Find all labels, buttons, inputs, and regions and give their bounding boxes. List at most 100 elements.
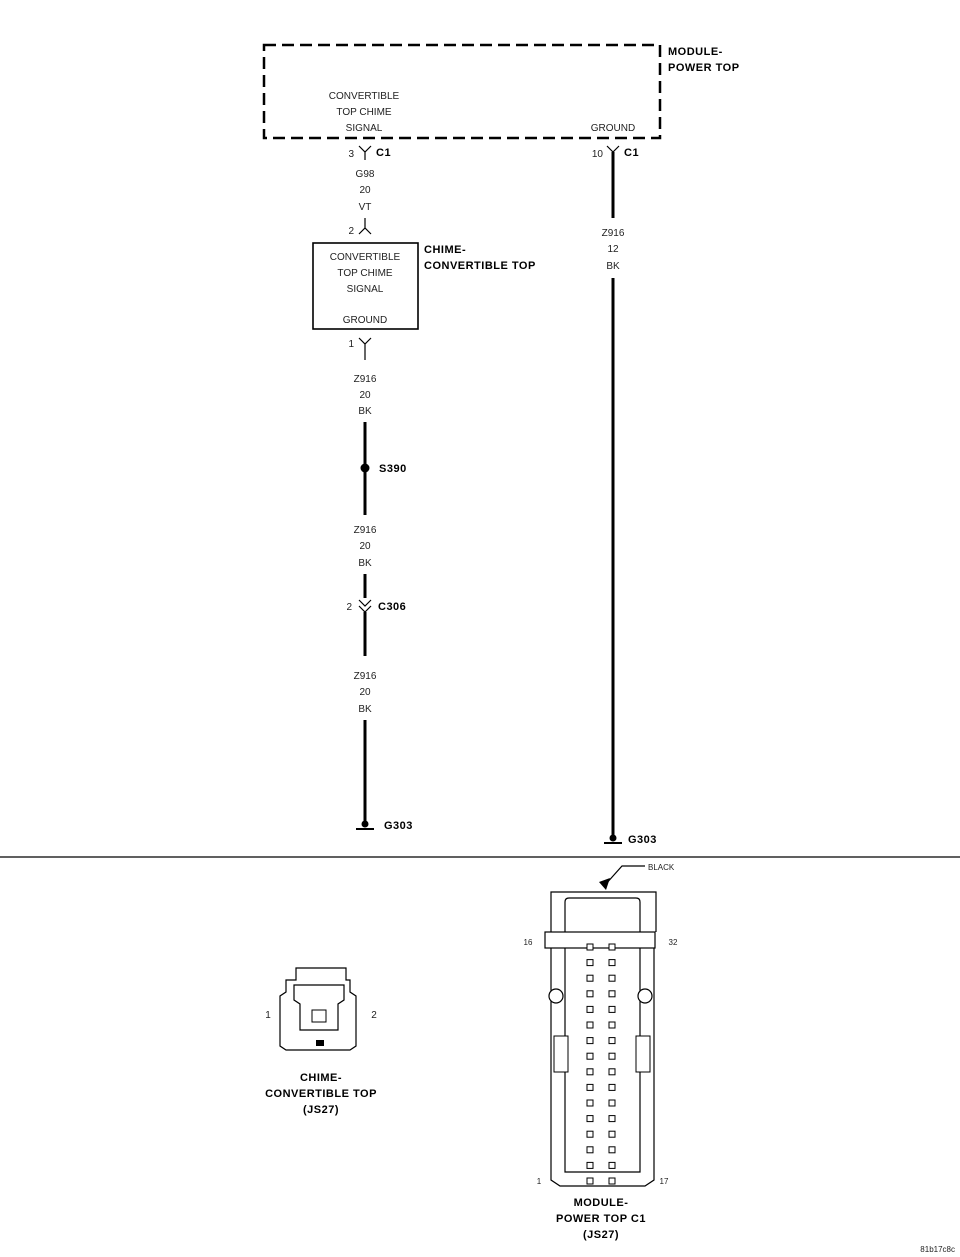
ground-g303-right: G303 — [604, 834, 657, 846]
chime-pin1-connector: 1 — [348, 337, 372, 360]
chime-connector-inner — [293, 984, 345, 1031]
module-connector-view: BLACK 16 32 1 17 MODULE- POWER TOP C1 (J… — [524, 863, 678, 1241]
connector-pin-cavity — [586, 1115, 594, 1123]
connector-c1-pin3: 3 C1 — [348, 145, 391, 160]
module-view-title-line3: (JS27) — [583, 1229, 619, 1241]
wire-color: BK — [358, 406, 372, 417]
wire-z916-a-label: Z916 20 BK — [354, 374, 377, 417]
connector-pin-cavity — [586, 1005, 594, 1013]
connector-pin-number: 2 — [346, 602, 352, 613]
connector-symbol — [358, 145, 372, 160]
right-latch-circle — [637, 988, 653, 1004]
connector-top-inner — [564, 897, 641, 932]
connector-pin-cavity — [608, 1021, 616, 1029]
left-latch-circle — [548, 988, 564, 1004]
connector-pin-cavity — [586, 1068, 594, 1076]
chime-title-line2: CONVERTIBLE TOP — [424, 260, 536, 272]
module-dashed-outline — [262, 43, 662, 140]
pin-32-label: 32 — [669, 938, 678, 947]
chime-connector-outline — [279, 967, 357, 1051]
connector-pin-cavity — [586, 943, 594, 951]
wire-color: BK — [358, 704, 372, 715]
chime-convertible-top: CHIME- CONVERTIBLE TOP CONVERTIBLE TOP C… — [312, 242, 536, 330]
chime-ground-label: GROUND — [343, 315, 387, 326]
connector-pin-cavity — [608, 1099, 616, 1107]
chime-view-title-line3: (JS27) — [303, 1104, 339, 1116]
connector-c1-pin10: 10 C1 — [592, 145, 639, 160]
ground-g303-left: G303 — [356, 820, 413, 832]
right-side-rib — [635, 1035, 651, 1073]
connector-pin-cavity — [608, 1146, 616, 1154]
wire-circuit: G98 — [356, 169, 375, 180]
connector-color-label: BLACK — [648, 863, 675, 872]
wire-gauge: 20 — [359, 687, 371, 698]
module-signal-line3: SIGNAL — [346, 123, 383, 134]
module-view-title-line2: POWER TOP C1 — [556, 1213, 646, 1225]
wire-gauge: 20 — [359, 390, 371, 401]
wire-circuit: Z916 — [602, 228, 625, 239]
connector-pin-cavity — [586, 990, 594, 998]
module-title-line2: POWER TOP — [668, 62, 740, 74]
connector-pin-cavity — [608, 959, 616, 967]
connector-pin-cavity — [608, 1115, 616, 1123]
connector-pin-cavity — [586, 974, 594, 982]
wire-circuit: Z916 — [354, 671, 377, 682]
connector-symbol — [358, 599, 372, 613]
left-side-rib — [553, 1035, 569, 1073]
wire-color: BK — [358, 558, 372, 569]
splice-s390: S390 — [360, 463, 407, 475]
connector-body — [550, 948, 655, 1187]
connector-pin-number: 3 — [348, 149, 354, 160]
chime-pin1-label: 1 — [265, 1010, 271, 1021]
wire-color: BK — [606, 261, 620, 272]
connector-pin-cavity — [608, 943, 616, 951]
module-signal-line1: CONVERTIBLE — [329, 91, 400, 102]
figure-id: 81b17c8c — [920, 1245, 955, 1254]
connector-body-inner — [564, 948, 641, 1173]
ground-dot — [361, 820, 369, 828]
chime-title-line1: CHIME- — [424, 244, 466, 256]
connector-pin-cavity — [608, 1161, 616, 1169]
connector-pin-cavity — [586, 1130, 594, 1138]
module-title-line1: MODULE- — [668, 46, 723, 58]
connector-pin-cavity — [586, 1161, 594, 1169]
splice-name: S390 — [379, 463, 407, 475]
connector-pin-cavity — [586, 1177, 594, 1185]
chime-connector-key — [311, 1009, 327, 1023]
module-signal-line2: TOP CHIME — [336, 107, 392, 118]
connector-pin-cavity — [608, 1083, 616, 1091]
connector-c306: 2 C306 — [346, 599, 406, 613]
connector-pin-grid — [586, 943, 616, 1185]
pin-16-label: 16 — [524, 938, 533, 947]
chime-pin2-connector: 2 — [348, 218, 372, 237]
ground-name: G303 — [628, 834, 657, 846]
connector-symbol — [358, 218, 372, 235]
color-leader-arrow — [599, 878, 610, 890]
connector-pin-cavity — [608, 1130, 616, 1138]
module-ground-label: GROUND — [591, 123, 635, 134]
splice-dot — [360, 463, 370, 473]
connector-pin-cavity — [608, 1068, 616, 1076]
ground-dot — [609, 834, 617, 842]
connector-pin-number: 10 — [592, 149, 604, 160]
connector-pin-cavity — [586, 1021, 594, 1029]
connector-pin-cavity — [608, 990, 616, 998]
wire-g98-label: G98 20 VT — [356, 169, 375, 213]
connector-pin-cavity — [586, 1099, 594, 1107]
wire-gauge: 20 — [359, 541, 371, 552]
wire-gauge: 20 — [359, 185, 371, 196]
connector-symbol — [358, 337, 372, 360]
connector-name: C306 — [378, 601, 406, 613]
connector-pin-number: 2 — [348, 226, 354, 237]
connector-pin-cavity — [586, 1083, 594, 1091]
connector-pin-cavity — [586, 959, 594, 967]
chime-connector-latch — [316, 1040, 324, 1046]
chime-signal-line2: TOP CHIME — [337, 268, 393, 279]
wire-z916-right-label: Z916 12 BK — [602, 228, 625, 272]
connector-name: C1 — [624, 147, 639, 159]
ground-name: G303 — [384, 820, 413, 832]
pin-1-label: 1 — [537, 1177, 542, 1186]
pin-17-label: 17 — [660, 1177, 669, 1186]
connector-pin-cavity — [608, 1177, 616, 1185]
connector-pin-cavity — [608, 1005, 616, 1013]
